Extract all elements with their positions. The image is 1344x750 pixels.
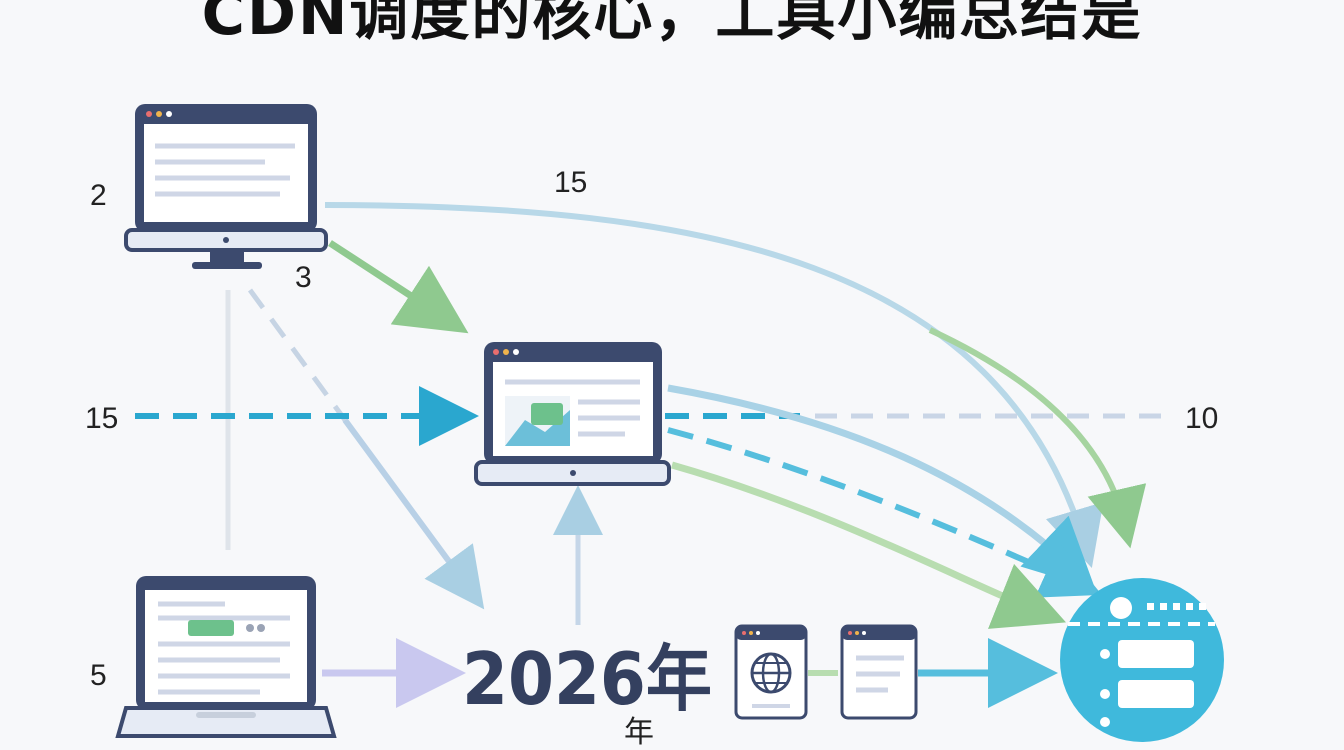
label-right-dashed: 10 [1185,402,1218,435]
laptop-to-server-arrow-2 [667,427,1102,598]
label-bottom-left: 5 [90,659,107,692]
document-card [840,624,918,720]
label-top-arc: 15 [554,166,587,199]
label-top-left: 2 [90,179,107,212]
server-icon [1068,597,1215,727]
label-under-desktop: 3 [295,261,312,294]
year-sub-label: 年 [624,715,654,750]
bottom-laptop [115,576,337,738]
document-icon [856,655,904,693]
laptop-to-server-arrow-1 [667,384,1096,590]
number-labels: 2 3 15 15 10 5 [85,166,1218,692]
web-card [734,624,808,720]
diagonal-arrow [342,418,485,610]
year-label: 2026年 [462,637,712,721]
desktop-monitor [124,104,328,269]
green-arc-arrow [928,327,1147,549]
dashed-diagonal-line [247,288,348,422]
label-left-dashed: 15 [85,402,118,435]
server-node [1060,578,1224,742]
center-laptop [474,342,671,486]
globe-icon [750,652,792,694]
laptop-to-server-arrow-3 [671,461,1066,629]
page-title: CDN调度的核心，工具小编总结是 [201,0,1143,48]
desktop-to-laptop-arrow [328,240,469,334]
connectors [135,202,1175,708]
top-arc-arrow [324,202,1104,568]
